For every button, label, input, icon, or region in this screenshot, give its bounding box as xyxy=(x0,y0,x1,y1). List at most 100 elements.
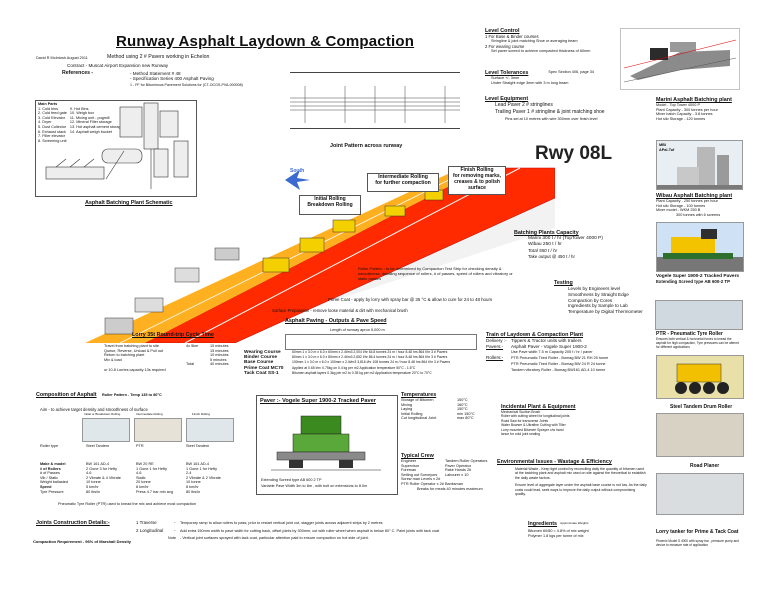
ingredient-item: Bitumen 60/80 = 4.8% of mix weight xyxy=(528,529,589,533)
lorry-tanker-text: Phoenix Model S 4000 with spray bar , pr… xyxy=(656,539,739,547)
plant-schematic-drawing xyxy=(45,102,189,189)
capacity-item: Wibau 250 t / hr xyxy=(528,242,562,247)
pave-row-values: Applied at 0.65 l/m² 0.75kg on 0.4 kg pe… xyxy=(292,365,416,370)
ptr-photo-top xyxy=(655,300,743,330)
marini-plant: Marini Asphalt Batching plant Model - To… xyxy=(656,97,732,121)
level-control-item: 1 For Base & Binder courses xyxy=(485,34,539,39)
part-item: 9. Hot Bins xyxy=(69,106,89,111)
crew-role: PTR Roller Operator x 2# xyxy=(401,481,444,486)
contract-line: Contract - Muscat Airport Expansion new … xyxy=(67,63,169,68)
roller-stage-label: Intermediate Rolling xyxy=(136,412,163,416)
incidental-title: Incidental Plant & Equipment xyxy=(501,404,576,410)
cycle-dist: Total xyxy=(186,362,195,367)
wibau-item: 300 tonnes with 6 screens xyxy=(676,212,721,217)
chainage-label: 60.00m xyxy=(370,147,404,158)
pave-speed-title: Asphalt Paving - Outputs & Pave Speed xyxy=(285,318,387,324)
testing-item: Ingredients by Sample to Lab xyxy=(568,303,628,309)
marini-item: Plant Capacity - 300 tonnes per hour xyxy=(656,107,718,112)
part-item: 5. Dust Collector xyxy=(38,124,67,129)
roller-photo-3 xyxy=(186,418,234,442)
pave-row-values: Bitumen asphalt layers 0.3kg per m2 to 0… xyxy=(292,370,432,375)
spec-label: Vib / Static xyxy=(40,475,59,480)
tolerance-item: Spec Section 406, page 34 xyxy=(548,70,594,74)
marini-item: Hot silo Storage - 120 tonnes xyxy=(656,116,706,121)
cycle-step: Mix & load xyxy=(104,357,122,362)
crew-role: Banksman xyxy=(445,481,463,486)
spec-label: Tyre Pressure xyxy=(40,489,64,494)
roller-stage-label: Initial or Breakdown Rolling xyxy=(84,412,121,416)
joint-note: - Vertical joint surfaces sprayed with t… xyxy=(180,536,369,540)
level-tolerances: Level Tolerances Spec Section 406, page … xyxy=(485,70,594,85)
ptr-title: PTR - Pneumatic Tyre Roller xyxy=(656,331,723,337)
joints-title: Joints Construction Details:- xyxy=(36,520,110,526)
cycle-step: Travel from batching plant to site xyxy=(104,344,159,348)
level-control: Level Control 1 For Base & Binder course… xyxy=(485,28,590,54)
spec-val: 2 Vibrate & 2 Vibrate xyxy=(186,475,221,480)
incidental-item: Lorry mounted Bitumen Sprayer c/w hand l… xyxy=(501,427,564,437)
roller-row: PTR Pneumatic Tired Roller - Bomag BW 21… xyxy=(511,355,609,360)
testing-title: Testing xyxy=(554,280,573,286)
composition-aim: Aim - to achieve target density and smoo… xyxy=(40,407,148,412)
capacity-title: Batching Plants Capacity xyxy=(514,230,579,236)
roller-pattern-note: Roller Pattern : to be determined by Com… xyxy=(358,266,513,281)
roller-type: Steel Tandem xyxy=(86,444,110,448)
spec-val: 1 Gone 1 for Hefty xyxy=(136,466,168,471)
road-planer-photo xyxy=(656,473,744,515)
pave-row-name: Binder Course xyxy=(244,355,278,361)
batching-plant-schematic: Main Parts 1. Cold bins 2. Cold feed gat… xyxy=(35,100,197,197)
spec-val: 8 km/hr xyxy=(136,484,149,489)
spec-label: Speed xyxy=(40,484,52,489)
prime-coat-note: Prime Coat - apply by lorry with spray b… xyxy=(328,297,493,302)
spec-val: 80 lbs/in xyxy=(186,489,201,494)
roller-row: PTR Pneumatic Tired Roller - Bomag BW 24… xyxy=(511,361,606,366)
references-label: References - xyxy=(62,70,94,76)
references-list: - Method Statement # 48 - Specification … xyxy=(130,71,243,89)
spec-label: Weight ballasted xyxy=(40,480,69,485)
vogele-tracked-sub: Extending Screed type AB 600-2 TP xyxy=(656,279,731,285)
reference-item: 1 - FF for Bituminous Pavement Solutions… xyxy=(130,83,243,88)
roller-type-row: Roller type Steel Tandem PTR Steel Tande… xyxy=(40,444,236,449)
level-tolerances-title: Level Tolerances xyxy=(485,70,529,76)
spec-val: BW 161 AD-4 xyxy=(186,462,210,466)
runway-perspective xyxy=(85,166,555,343)
cycle-time: 10 minutes xyxy=(210,353,229,358)
lead-paver: Lead Paver 2 # stringlines xyxy=(495,102,553,108)
vogele-paver-photo xyxy=(656,222,744,272)
crew-role: Paver Operator xyxy=(445,463,471,468)
spec-val: 2 Vibrate & 4 Vibrate xyxy=(86,475,121,480)
paver-box-title: Paver :- Vogele Super 1900-2 Tracked Pav… xyxy=(260,398,376,404)
pave-speed-header: Length of runway apron 5,000 m xyxy=(330,328,385,332)
main-parts-title: Main Parts xyxy=(38,102,58,106)
spec-val: 10 tonne xyxy=(86,480,101,485)
spec-val: 4-6 xyxy=(86,471,92,476)
part-item: 10. Weigh box xyxy=(69,111,95,116)
roller-photos: Initial or Breakdown Rolling Intermediat… xyxy=(82,412,234,442)
level-control-title: Level Control xyxy=(485,28,520,34)
temp-label: Laying xyxy=(401,407,413,412)
part-item: 2. Cold feed gate xyxy=(38,111,67,116)
env-title: Environmental Issues - Wastage & Efficie… xyxy=(497,459,612,465)
cycle-note: or 10.8 Lorries capacity 13s required xyxy=(104,367,166,372)
temp-value: max 80°C xyxy=(457,416,474,421)
level-control-diagram xyxy=(620,28,740,90)
temp-value: min 150°C xyxy=(457,411,475,416)
env-p2: Ensure level of aggregate layer under th… xyxy=(515,483,647,497)
pave-speed-header-row xyxy=(285,334,477,350)
initial-rolling-label: Initial Rolling Breakdown Rolling xyxy=(299,195,361,215)
temp-value: 150°C xyxy=(457,407,468,412)
page-title: Runway Asphalt Laydown & Compaction xyxy=(116,33,415,50)
temp-label: Storage of Bitumen xyxy=(401,398,434,402)
cycle-step xyxy=(104,362,186,367)
incidental-item: Water Bowser & Ultrafine Cutting with Ti… xyxy=(501,423,566,428)
crew-role: Setting out Surveyors xyxy=(401,472,438,477)
train-pavers-value: Asphalt Paver - Vogele Super 1900-2 xyxy=(511,344,587,349)
runway-code: Rwy 08L xyxy=(535,143,613,164)
ingredients-title: Ingredients xyxy=(528,521,558,527)
finish-rolling-label: Finish Rolling for removing marks, creas… xyxy=(448,166,506,195)
spec-val: 5 km/hr xyxy=(86,484,99,489)
cycle-step: Queue, Reverse, Unload & Pull out xyxy=(104,348,164,353)
